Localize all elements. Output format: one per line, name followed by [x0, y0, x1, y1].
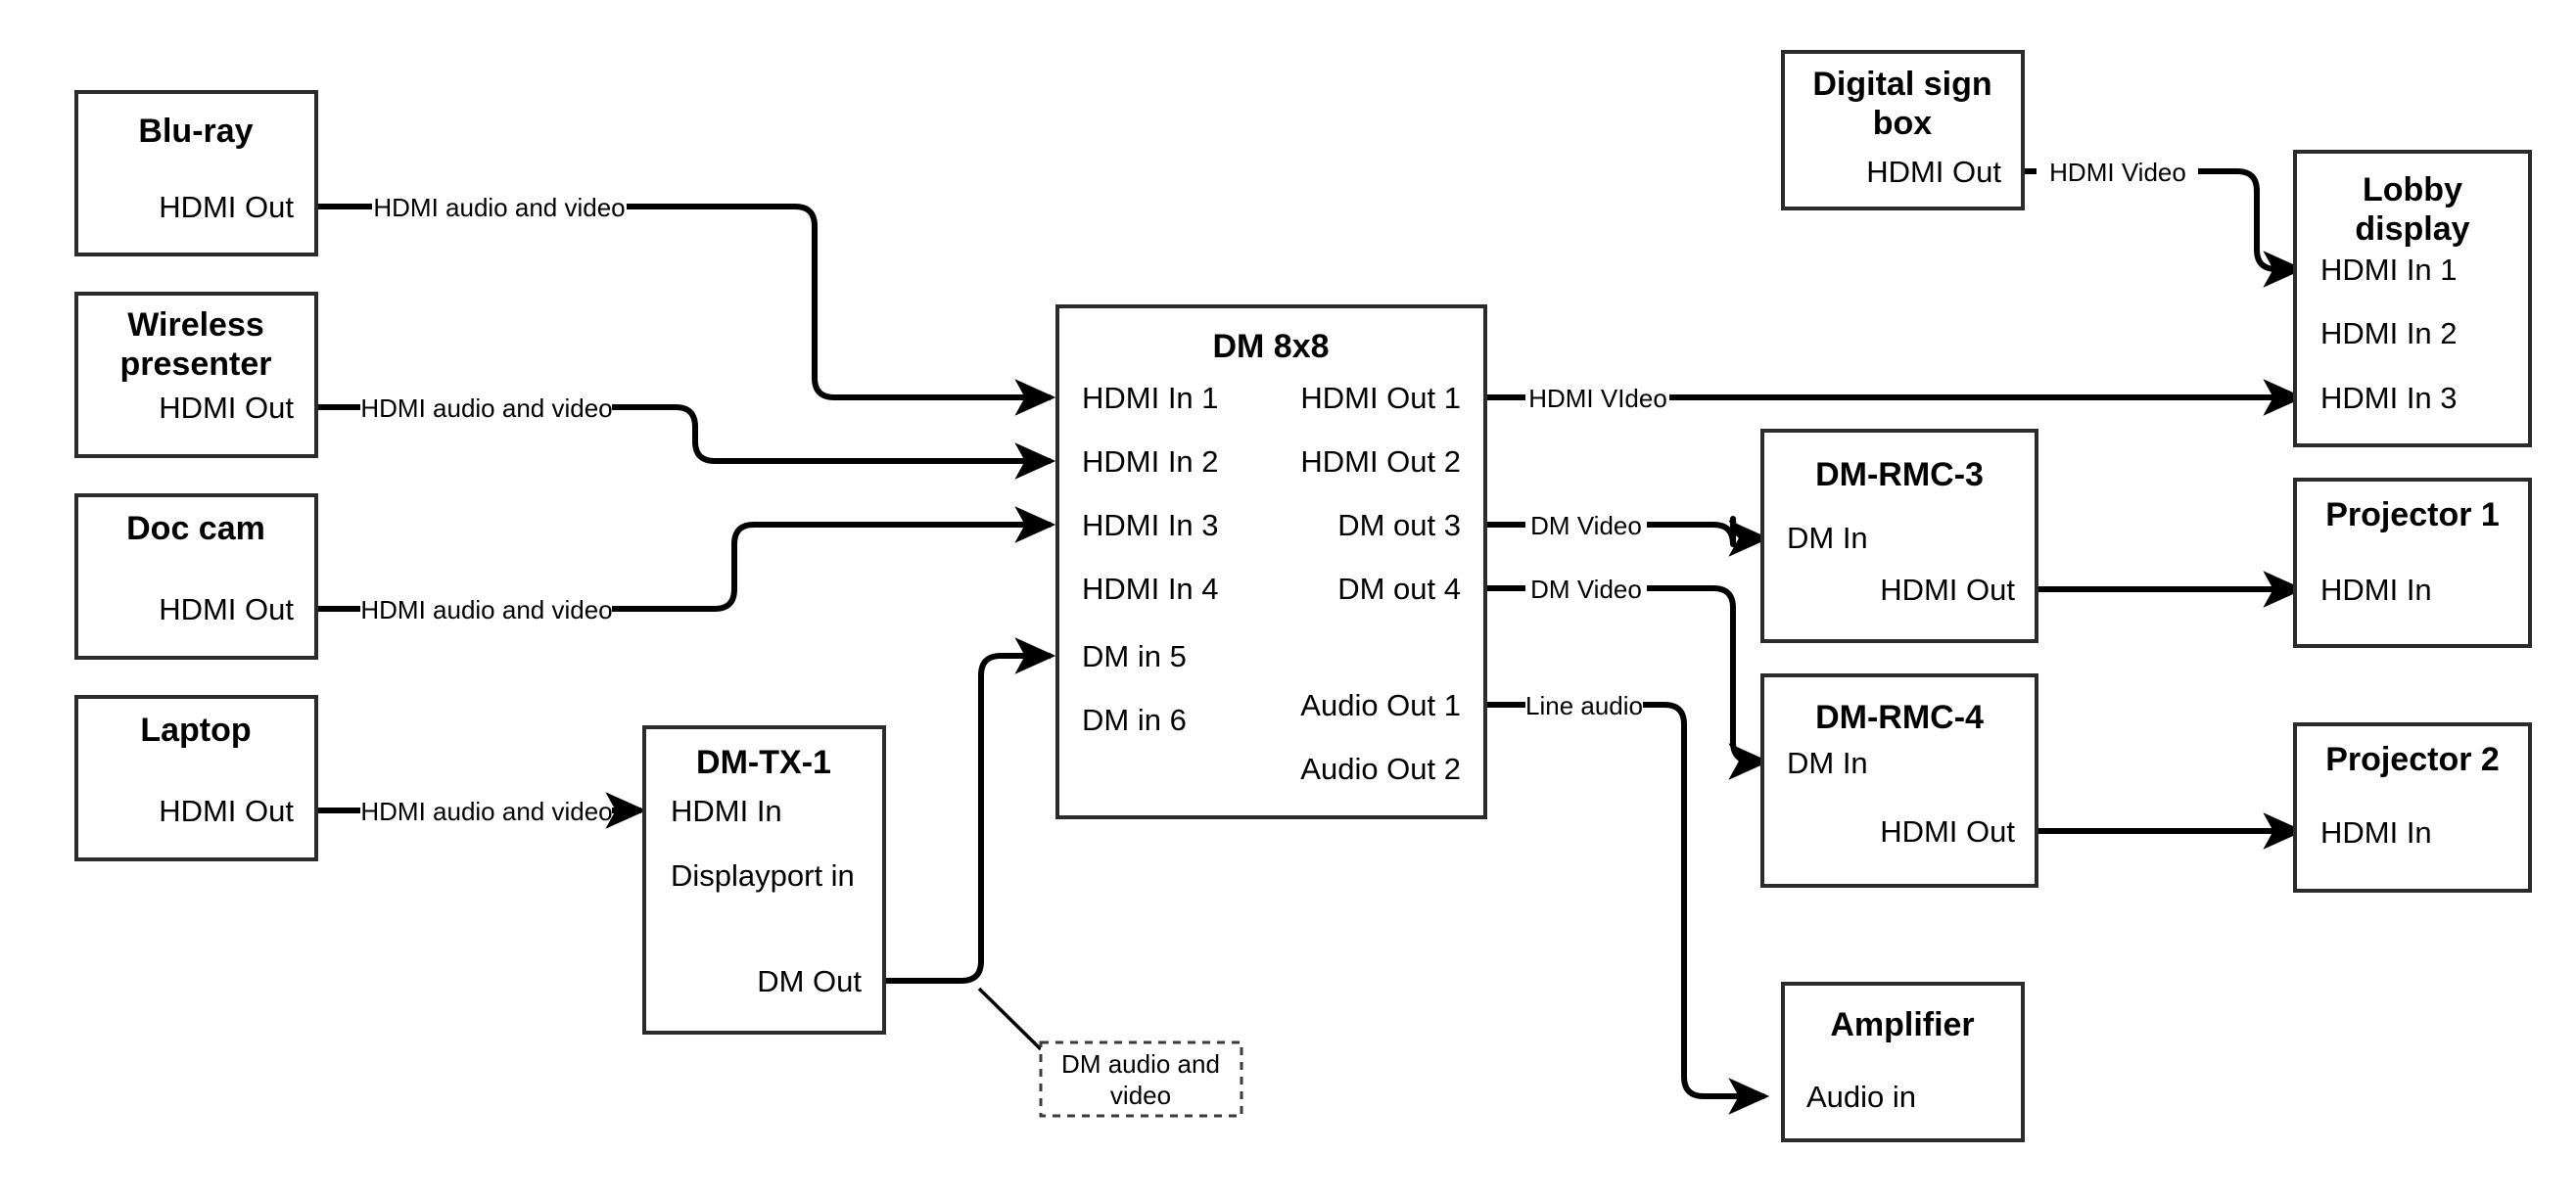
node-dm-8x8-output-1: HDMI Out 1 [1300, 381, 1461, 415]
node-dm-8x8-output-3: DM out 3 [1337, 508, 1461, 542]
node-dm-rmc-4-title: DM-RMC-4 [1815, 699, 1984, 736]
node-projector-1-box [2293, 478, 2532, 648]
node-dm-8x8-input-4: HDMI In 4 [1082, 572, 1219, 606]
node-dm-rmc-4-port-dm-in: DM In [1787, 746, 1868, 780]
node-dm-tx-1-port-displayport-in: Displayport in [671, 858, 855, 893]
node-dm-8x8-output-4: DM out 4 [1337, 572, 1461, 606]
node-dm-rmc-4[interactable]: DM-RMC-4 DM In HDMI Out [1760, 673, 2038, 888]
node-dm-tx-1-port-dm-out: DM Out [757, 964, 862, 998]
node-projector-2-title: Projector 2 [2325, 741, 2500, 778]
node-digital-sign-box-title-line2: box [1873, 105, 1933, 142]
node-dm-8x8-input-3: HDMI In 3 [1082, 508, 1219, 542]
wire-bluray-to-dm8x8 [315, 204, 1051, 397]
node-dm-rmc-4-box [1760, 673, 2038, 888]
node-projector-1-title: Projector 1 [2325, 496, 2500, 533]
wire-dm8x8-dmout3-to-rmc3 [1484, 519, 1764, 544]
edge-label-wireless-to-dm8x8: HDMI audio and video [360, 393, 612, 423]
node-dm-8x8-input-5: DM in 5 [1082, 639, 1187, 673]
node-wireless-presenter-box [74, 292, 318, 458]
node-bluray-port-out: HDMI Out [159, 190, 294, 224]
edge-label-dm8x8-audioout1-to-amplifier: Line audio [1525, 691, 1643, 720]
node-wireless-presenter-title-line2: presenter [120, 346, 272, 383]
node-digital-sign-box-port-out: HDMI Out [1866, 155, 2001, 189]
node-wireless-presenter-title-line1: Wireless [127, 306, 264, 344]
node-lobby-display-title-line2: display [2355, 210, 2469, 248]
node-dm-8x8-input-2: HDMI In 2 [1082, 444, 1219, 479]
node-projector-2-port-hdmi-in: HDMI In [2320, 815, 2432, 850]
callout-dm-audio-and-video-line2: video [1110, 1081, 1171, 1110]
wire-dm8x8-dmout4-to-rmc4 [1484, 585, 1764, 762]
node-digital-sign-box-title-line1: Digital sign [1812, 66, 1991, 103]
node-laptop[interactable]: Laptop HDMI Out [74, 695, 318, 861]
node-projector-2[interactable]: Projector 2 HDMI In [2293, 722, 2532, 893]
node-lobby-display[interactable]: Lobby display HDMI In 1 HDMI In 2 HDMI I… [2293, 150, 2532, 447]
node-lobby-display-input-3: HDMI In 3 [2320, 381, 2458, 415]
edge-label-dm8x8-hdmiout1-to-lobby: HDMI VIdeo [1528, 384, 1667, 413]
node-dm-tx-1[interactable]: DM-TX-1 HDMI In Displayport in DM Out [642, 725, 886, 1035]
node-dm-8x8-input-6: DM in 6 [1082, 703, 1187, 737]
node-amplifier-title: Amplifier [1830, 1006, 1974, 1043]
node-doc-cam-port-out: HDMI Out [159, 592, 294, 626]
node-dm-8x8-output-5: Audio Out 1 [1300, 688, 1461, 722]
node-lobby-display-title-line1: Lobby [2363, 171, 2462, 208]
node-dm-8x8-output-6: Audio Out 2 [1300, 752, 1461, 786]
node-dm-rmc-3-box [1760, 429, 2038, 643]
wire-dm8x8-audioout1-to-amplifier [1484, 702, 1764, 1096]
edge-label-doccam-to-dm8x8: HDMI audio and video [360, 595, 612, 624]
node-dm-rmc-4-port-hdmi-out: HDMI Out [1880, 814, 2015, 849]
callout-dm-audio-and-video-line1: DM audio and [1061, 1049, 1220, 1079]
node-doc-cam[interactable]: Doc cam HDMI Out [74, 493, 318, 660]
node-lobby-display-input-2: HDMI In 2 [2320, 316, 2458, 350]
node-dm-tx-1-port-hdmi-in: HDMI In [671, 794, 782, 828]
node-dm-8x8-output-2: HDMI Out 2 [1300, 444, 1461, 479]
node-laptop-box [74, 695, 318, 861]
wire-wireless-to-dm8x8 [315, 404, 1051, 461]
node-lobby-display-input-1: HDMI In 1 [2320, 253, 2458, 287]
node-digital-sign-box-box [1781, 50, 2025, 210]
callout-dm-audio-and-video-box [1039, 1040, 1243, 1118]
node-doc-cam-box [74, 493, 318, 660]
edge-label-laptop-to-dmtx1: HDMI audio and video [360, 797, 612, 826]
node-dm-8x8[interactable]: DM 8x8 HDMI In 1 HDMI In 2 HDMI In 3 HDM… [1055, 304, 1487, 819]
node-dm-8x8-title: DM 8x8 [1212, 328, 1329, 365]
wire-dmtx1-to-dm8x8 [884, 637, 1056, 984]
edge-label-dm8x8-dmout3-to-rmc3: DM Video [1530, 511, 1642, 540]
node-dm-tx-1-title: DM-TX-1 [696, 744, 831, 781]
edge-label-bluray-to-dm8x8: HDMI audio and video [373, 193, 625, 222]
node-laptop-title: Laptop [140, 712, 251, 749]
node-wireless-presenter[interactable]: Wireless presenter HDMI Out [74, 292, 318, 458]
wire-doccam-to-dm8x8 [315, 525, 1051, 612]
node-projector-1-port-hdmi-in: HDMI In [2320, 573, 2432, 607]
edge-label-dm8x8-dmout4-to-rmc4: DM Video [1530, 575, 1642, 604]
node-dm-rmc-3[interactable]: DM-RMC-3 DM In HDMI Out [1760, 429, 2038, 643]
node-dm-8x8-box [1055, 304, 1487, 819]
node-laptop-port-out: HDMI Out [159, 794, 294, 828]
node-amplifier[interactable]: Amplifier Audio in [1781, 982, 2025, 1142]
node-dm-rmc-3-port-dm-in: DM In [1787, 521, 1868, 555]
node-amplifier-box [1781, 982, 2025, 1142]
node-dm-tx-1-box [642, 725, 886, 1035]
node-dm-rmc-3-title: DM-RMC-3 [1815, 456, 1984, 493]
node-bluray[interactable]: Blu-ray HDMI Out [74, 90, 318, 256]
leader-line-dm-audio-video [977, 987, 1043, 1051]
node-projector-2-box [2293, 722, 2532, 893]
node-amplifier-port-audio-in: Audio in [1806, 1080, 1916, 1114]
node-wireless-presenter-port-out: HDMI Out [159, 391, 294, 425]
node-dm-8x8-input-1: HDMI In 1 [1082, 381, 1219, 415]
node-bluray-title: Blu-ray [138, 113, 253, 150]
node-dm-rmc-3-port-hdmi-out: HDMI Out [1880, 573, 2015, 607]
edge-label-signbox-to-lobby: HDMI Video [2049, 158, 2186, 187]
node-bluray-box [74, 90, 318, 256]
node-doc-cam-title: Doc cam [126, 510, 265, 547]
node-digital-sign-box[interactable]: Digital sign box HDMI Out [1781, 50, 2025, 210]
callout-dm-audio-and-video: DM audio and video [1039, 1040, 1243, 1118]
node-projector-1[interactable]: Projector 1 HDMI In [2293, 478, 2532, 648]
node-lobby-display-box [2293, 150, 2532, 447]
